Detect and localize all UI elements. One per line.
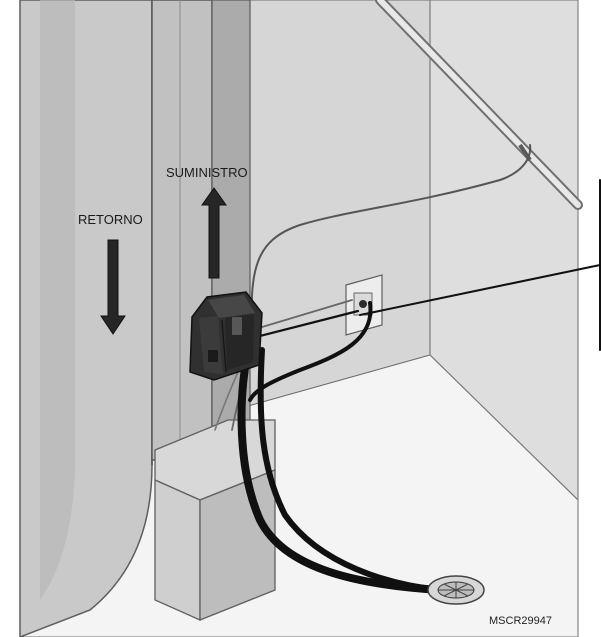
humidifier-unit xyxy=(189,291,263,381)
drain-hose xyxy=(237,346,444,594)
floor-edge-line xyxy=(429,354,579,501)
supply-arrow xyxy=(201,187,227,279)
supply-duct xyxy=(151,0,251,461)
figure-code: MSCR29947 xyxy=(489,615,552,627)
return-label: RETORNO xyxy=(78,212,143,227)
electrical-outlet xyxy=(345,274,383,336)
supply-label: SUMINISTRO xyxy=(166,165,248,180)
return-duct xyxy=(19,0,153,637)
floor-drain xyxy=(427,575,485,605)
return-arrow xyxy=(100,239,126,335)
